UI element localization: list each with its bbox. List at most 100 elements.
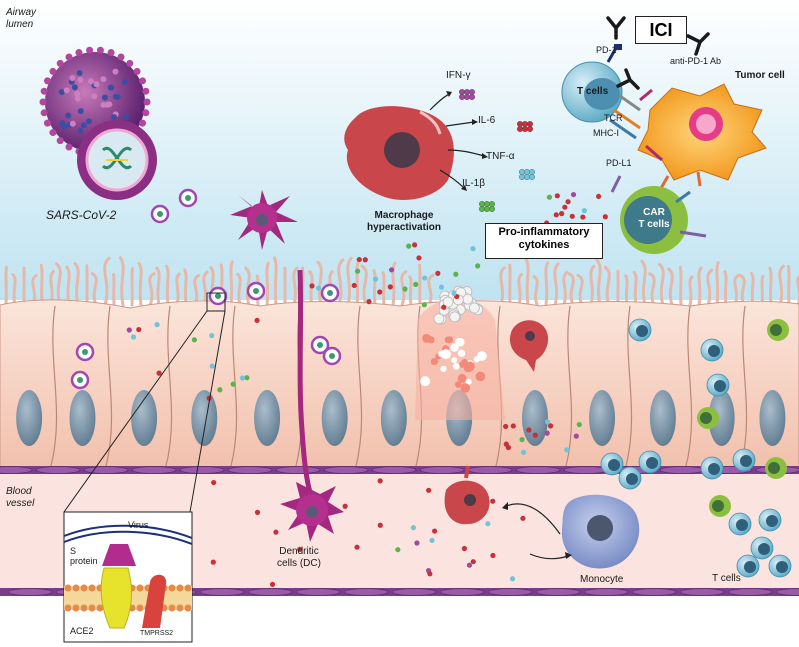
small-virion-icon <box>70 370 90 390</box>
nucleus <box>649 390 676 446</box>
spindle-cell <box>487 588 533 596</box>
t-cell-icon <box>638 450 662 474</box>
spindle-cell <box>535 588 581 596</box>
spindle-cell <box>391 588 437 596</box>
cytokine-cluster-dot <box>489 201 495 207</box>
cytokine-dot <box>309 283 315 289</box>
vesicle <box>454 381 462 388</box>
cilium <box>372 269 377 307</box>
spindle-cell <box>679 588 725 596</box>
virus-surface-protein <box>77 108 84 115</box>
vesicle <box>455 338 463 346</box>
cytokine-dot <box>254 317 260 324</box>
blood-vessel-label: Blood vessel <box>6 486 35 509</box>
dendritic-cell-upper-icon <box>230 190 298 250</box>
cilium <box>786 264 791 307</box>
vesicle <box>475 371 486 382</box>
cytokine-cluster-dot <box>459 89 465 95</box>
cytokine-cluster-dot <box>529 169 535 175</box>
cytokine-dot <box>602 214 608 220</box>
cilium <box>553 262 560 307</box>
cell-border <box>625 305 633 467</box>
vesicle <box>444 336 452 344</box>
nucleus <box>380 390 407 446</box>
virion-core <box>327 290 333 296</box>
cytokine-dot <box>503 423 509 430</box>
mhc-i-label: MHC-I <box>593 128 619 138</box>
virus-surface-protein <box>122 78 129 85</box>
cilium <box>112 273 116 307</box>
cytokine-dot <box>554 193 560 199</box>
virus-surface-protein <box>61 123 68 130</box>
t-cell-nucleus <box>740 455 752 467</box>
spindle-cell <box>467 466 513 474</box>
virus-spike <box>107 49 115 57</box>
virus-spike <box>96 46 104 54</box>
cilium <box>4 265 9 307</box>
virus-spike <box>142 109 150 117</box>
cell-border <box>355 305 363 467</box>
virion-core <box>317 342 323 348</box>
cytokine-dot <box>126 327 132 333</box>
cell-border <box>565 305 573 467</box>
virus-surface-protein <box>91 93 98 100</box>
small-virion-icon <box>150 204 170 224</box>
cytokine-dot <box>354 268 361 274</box>
spindle-cell <box>35 466 81 474</box>
cilium <box>688 275 694 307</box>
cytokine-dot <box>410 525 417 531</box>
cilium <box>697 266 703 307</box>
cilium <box>640 259 647 307</box>
t-cell-nucleus <box>758 543 770 555</box>
vesicle <box>449 311 461 323</box>
virus-spike <box>139 77 147 85</box>
virus-surface-protein <box>107 84 114 91</box>
cytokine-dot <box>217 387 223 393</box>
cytokine-dot <box>438 284 445 290</box>
inset-ace2-label: ACE2 <box>70 626 94 636</box>
cilium <box>648 272 656 307</box>
virus-surface-protein <box>76 69 83 76</box>
cytokine-dot <box>416 255 422 261</box>
spindle-cell <box>631 588 677 596</box>
virion-core <box>157 211 163 217</box>
dendritic-cell-lower-icon <box>280 482 344 542</box>
t-cell-icon <box>706 373 730 397</box>
cytokine-dot <box>570 191 577 198</box>
macrophage-label: Macrophage hyperactivation <box>367 210 441 233</box>
lipid-head <box>136 584 144 592</box>
cilium <box>624 274 629 307</box>
t-cell-nucleus <box>636 325 648 337</box>
t-cell-clusters <box>600 318 792 578</box>
t-cell-icon <box>700 456 724 480</box>
virus-spike <box>126 59 134 67</box>
vesicle <box>468 302 480 314</box>
virion-core <box>185 195 191 201</box>
cytokine-arrowheads <box>446 91 488 191</box>
cilia <box>4 256 799 307</box>
cytokine-dot <box>526 427 532 433</box>
cytokine-dot <box>580 214 586 220</box>
virion-core <box>77 377 83 383</box>
cilium <box>360 264 368 307</box>
cilium <box>658 263 665 307</box>
cytokine-dot <box>475 263 481 269</box>
t-cell-icon <box>736 554 760 578</box>
t-cell-icon <box>758 508 782 532</box>
cytokine-cluster-dot <box>519 169 525 175</box>
virus-spike <box>65 143 73 151</box>
car-t-cells-label: CAR T cells <box>638 207 670 230</box>
vesicle <box>420 376 431 387</box>
lipid-head <box>184 604 192 612</box>
cytokine-cluster-dot <box>469 94 475 100</box>
cytokine-dot <box>519 436 525 443</box>
cilium <box>589 264 596 307</box>
cytokine-dot <box>239 375 246 381</box>
virus-surface-protein <box>74 95 81 102</box>
cytokine-dot <box>441 304 447 310</box>
cilium <box>73 262 80 307</box>
cilium <box>400 270 408 307</box>
virus-spike <box>142 87 150 95</box>
virus-spike <box>49 129 57 137</box>
cilium <box>236 272 242 307</box>
